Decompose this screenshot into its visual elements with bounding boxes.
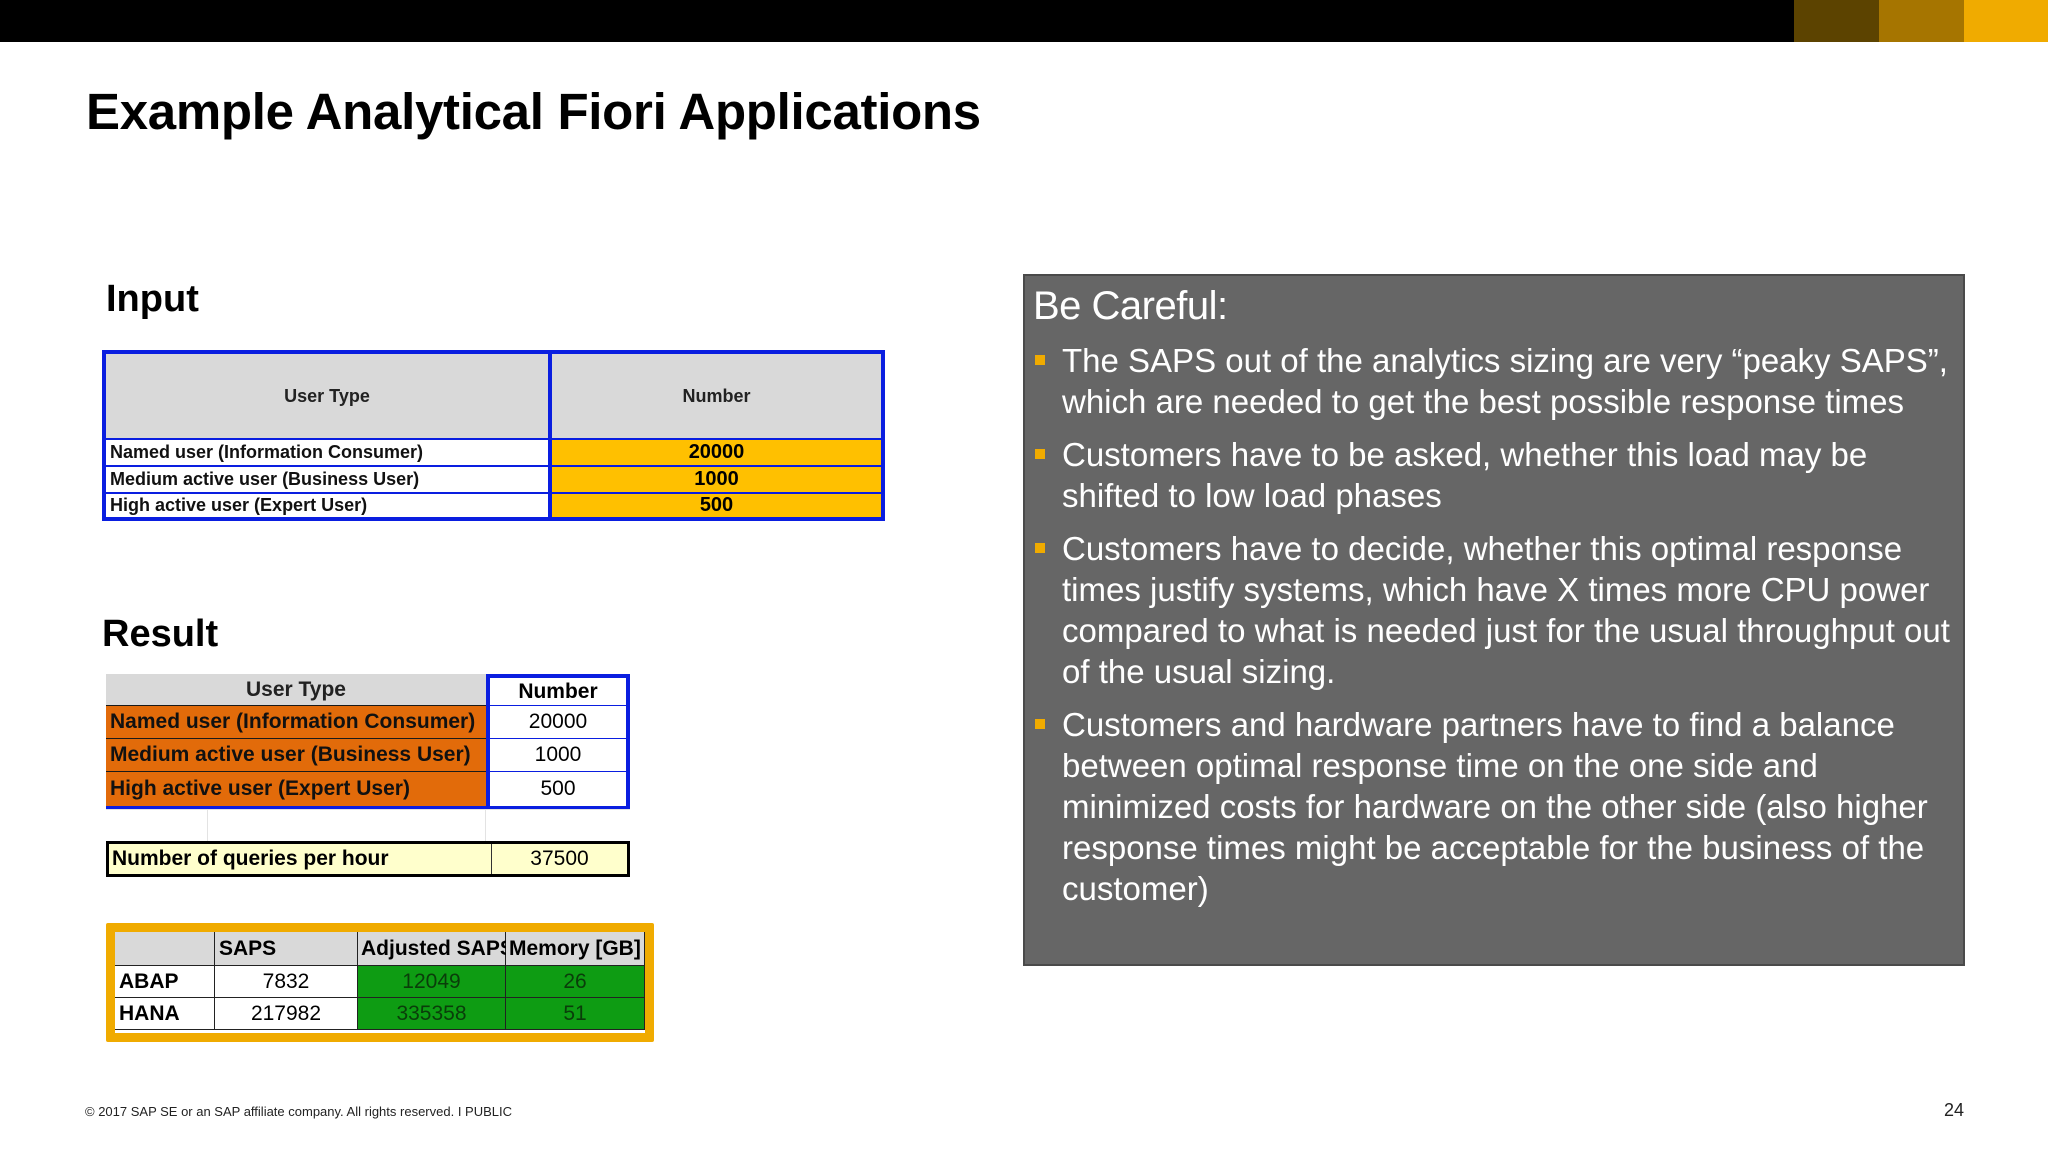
sizing-saps-cell: 7832 bbox=[215, 966, 358, 998]
square-bullet-icon bbox=[1035, 449, 1045, 459]
result-header-user-type: User Type bbox=[106, 674, 486, 705]
input-number-cell: 1000 bbox=[552, 465, 881, 492]
brand-block-gold bbox=[1964, 0, 2048, 42]
table-row: High active user (Expert User) 500 bbox=[106, 492, 881, 517]
sizing-header-saps: SAPS bbox=[215, 932, 358, 966]
input-header-row: User Type Number bbox=[106, 354, 881, 438]
copyright-footer: © 2017 SAP SE or an SAP affiliate compan… bbox=[85, 1104, 513, 1119]
sizing-saps-cell: 217982 bbox=[215, 998, 358, 1030]
queries-per-hour-row: Number of queries per hour 37500 bbox=[106, 841, 630, 877]
input-number-cell: 500 bbox=[552, 492, 881, 517]
sizing-memory-cell: 26 bbox=[506, 966, 645, 998]
square-bullet-icon bbox=[1035, 543, 1045, 553]
page-number: 24 bbox=[1944, 1100, 1965, 1120]
sizing-memory-cell: 51 bbox=[506, 998, 645, 1030]
be-careful-panel: Be Careful: The SAPS out of the analytic… bbox=[1023, 274, 1965, 966]
result-user-type-cell: High active user (Expert User) bbox=[106, 771, 486, 806]
input-user-type-cell: High active user (Expert User) bbox=[106, 492, 548, 517]
square-bullet-icon bbox=[1035, 355, 1045, 365]
table-row: Named user (Information Consumer) 20000 bbox=[106, 438, 881, 465]
list-item: The SAPS out of the analytics sizing are… bbox=[1033, 340, 1953, 422]
input-user-type-cell: Medium active user (Business User) bbox=[106, 465, 548, 492]
result-heading: Result bbox=[102, 613, 219, 655]
gridline bbox=[106, 809, 630, 810]
be-careful-list: The SAPS out of the analytics sizing are… bbox=[1033, 340, 1953, 921]
list-item: Customers have to decide, whether this o… bbox=[1033, 528, 1953, 692]
brand-block-mid bbox=[1879, 0, 1964, 42]
bullet-text: Customers have to be asked, whether this… bbox=[1062, 436, 1868, 514]
bullet-text: Customers and hardware partners have to … bbox=[1062, 706, 1928, 907]
input-number-cell: 20000 bbox=[552, 438, 881, 465]
sizing-adjusted-cell: 12049 bbox=[358, 966, 506, 998]
slide-title: Example Analytical Fiori Applications bbox=[86, 83, 981, 140]
queries-value: 37500 bbox=[530, 847, 589, 870]
bullet-text: The SAPS out of the analytics sizing are… bbox=[1062, 342, 1948, 420]
sizing-header-adjusted-saps: Adjusted SAPS bbox=[358, 932, 514, 966]
table-row: Medium active user (Business User) 1000 bbox=[106, 465, 881, 492]
input-header-number: Number bbox=[552, 354, 881, 438]
list-item: Customers have to be asked, whether this… bbox=[1033, 434, 1953, 516]
list-item: Customers and hardware partners have to … bbox=[1033, 704, 1953, 909]
gridline bbox=[207, 809, 208, 841]
sizing-row-name: ABAP bbox=[115, 966, 215, 998]
input-heading: Input bbox=[106, 278, 199, 320]
sizing-adjusted-cell: 335358 bbox=[358, 998, 506, 1030]
brand-block-dark bbox=[1794, 0, 1879, 42]
result-number-cell: 20000 bbox=[486, 705, 630, 738]
square-bullet-icon bbox=[1035, 719, 1045, 729]
result-user-type-cell: Medium active user (Business User) bbox=[106, 738, 486, 771]
input-table: User Type Number Named user (Information… bbox=[102, 350, 885, 521]
result-number-cell: 1000 bbox=[486, 738, 630, 771]
be-careful-title: Be Careful: bbox=[1033, 284, 1228, 328]
input-column-divider bbox=[548, 354, 552, 517]
result-number-cell: 500 bbox=[486, 771, 630, 806]
sizing-table: SAPS Adjusted SAPS Memory [GB] ABAP 7832… bbox=[106, 923, 654, 1042]
result-header-number: Number bbox=[486, 674, 630, 705]
result-user-type-cell: Named user (Information Consumer) bbox=[106, 705, 486, 738]
gridline bbox=[485, 809, 486, 841]
sizing-header-blank bbox=[115, 932, 215, 966]
sizing-row-name: HANA bbox=[115, 998, 215, 1030]
bullet-text: Customers have to decide, whether this o… bbox=[1062, 530, 1950, 690]
top-brand-bar bbox=[0, 0, 2048, 42]
queries-label: Number of queries per hour bbox=[109, 844, 492, 874]
input-user-type-cell: Named user (Information Consumer) bbox=[106, 438, 548, 465]
input-header-user-type: User Type bbox=[106, 354, 548, 438]
sizing-header-memory: Memory [GB] bbox=[506, 932, 645, 966]
result-table-border bbox=[106, 806, 630, 810]
